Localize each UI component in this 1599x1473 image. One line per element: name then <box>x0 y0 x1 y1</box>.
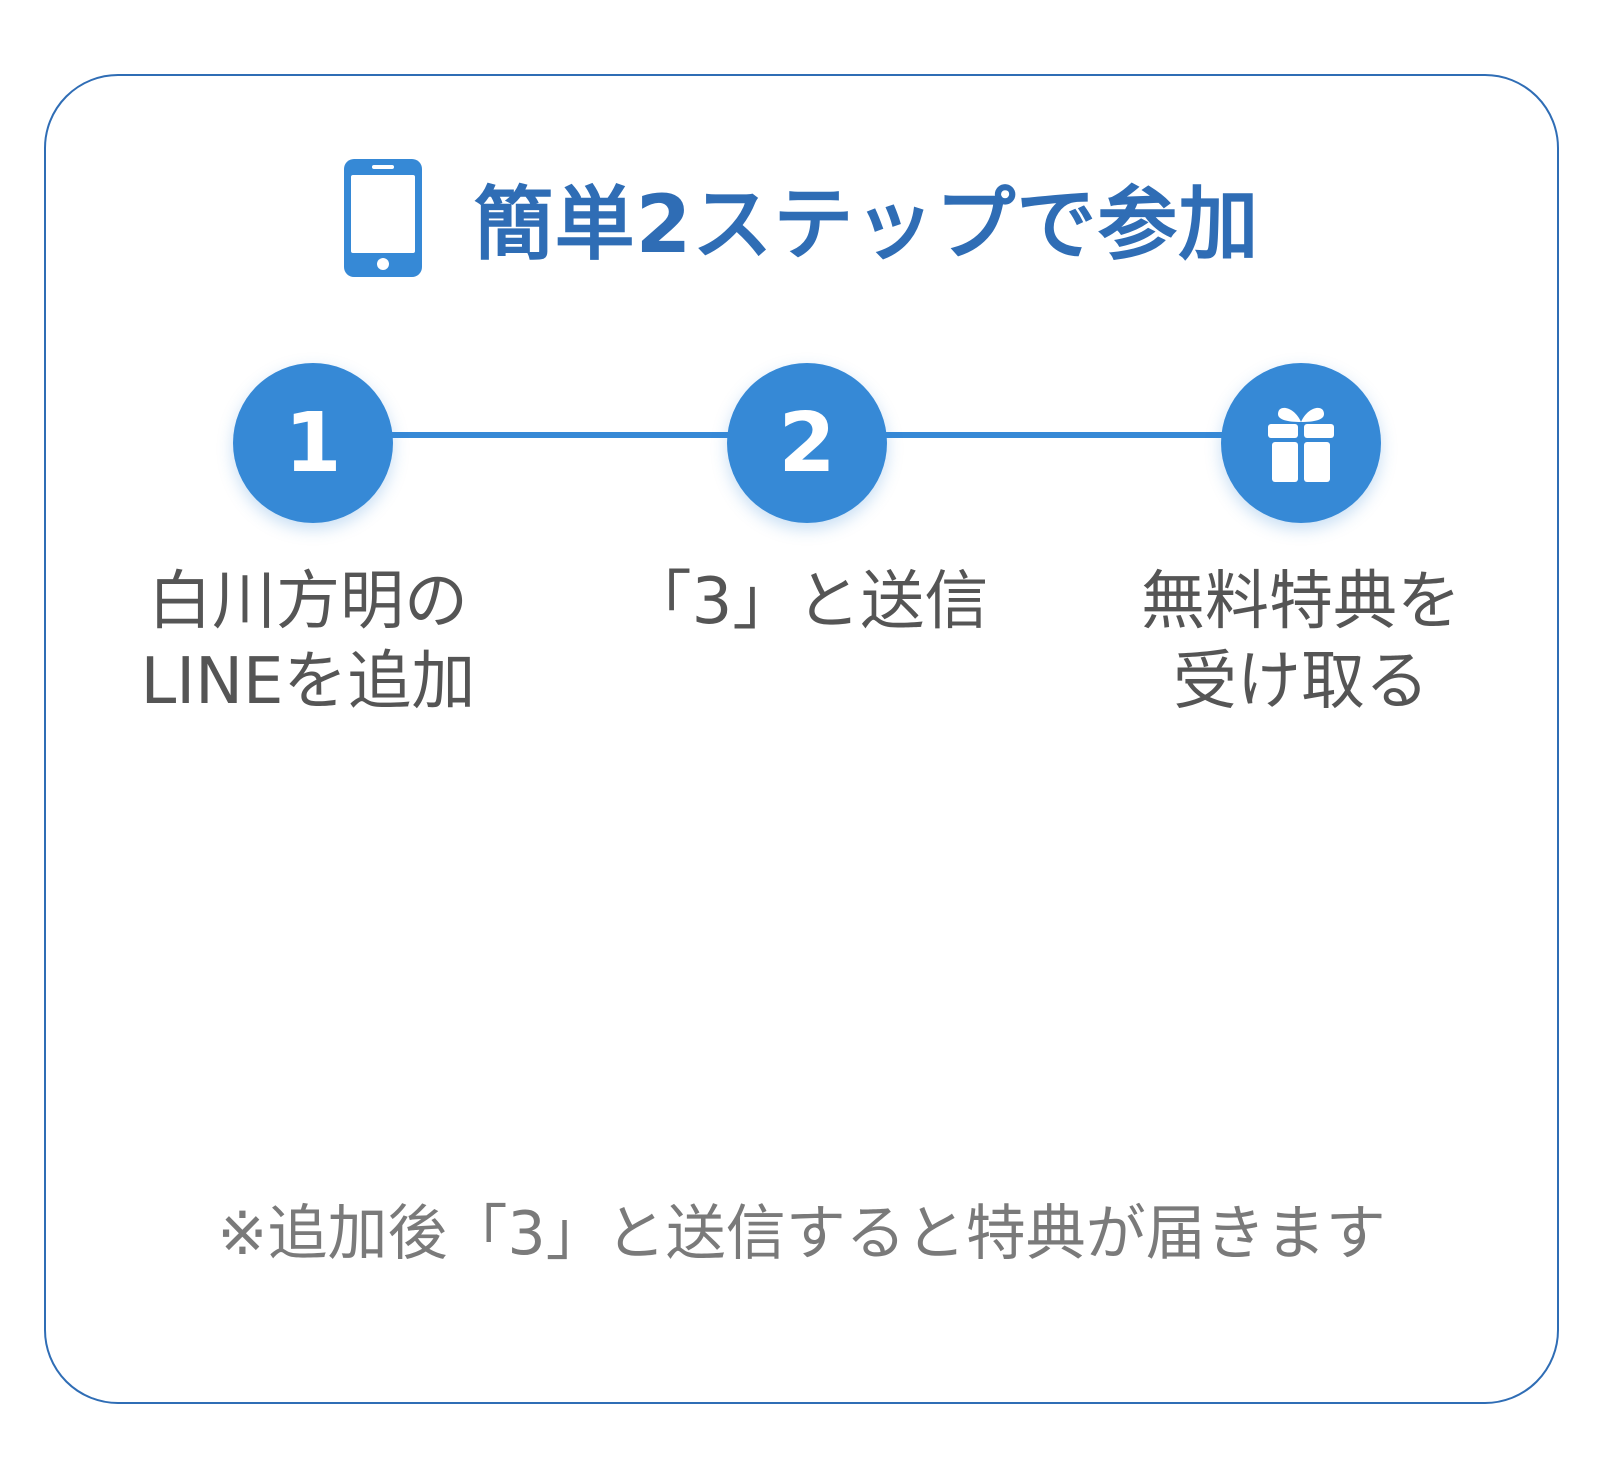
smartphone-icon <box>343 159 422 277</box>
step-1-label: 白川方明の LINEを追加 <box>98 562 518 722</box>
step-2-number: 2 <box>778 395 836 491</box>
gift-icon <box>1268 407 1334 482</box>
step-3-badge <box>1221 363 1381 523</box>
step-2-label: 「3」と送信 <box>598 562 1018 642</box>
step-3-label-line-2: 受け取る <box>1173 645 1429 719</box>
steps-card: 簡単2ステップで参加 1 2 白川方明の LINEを追加 「3」と送信 無料特典… <box>44 74 1559 1404</box>
heading: 簡単2ステップで参加 <box>46 158 1557 278</box>
step-2-label-line-1: 「3」と送信 <box>627 565 989 639</box>
step-3-label: 無料特典を 受け取る <box>1091 562 1511 722</box>
step-1-label-line-2: LINEを追加 <box>140 645 476 719</box>
heading-title: 簡単2ステップで参加 <box>473 178 1260 271</box>
footnote: ※追加後「3」と送信すると特典が届きます <box>217 1199 1386 1269</box>
step-connector-1-2 <box>346 432 841 438</box>
step-connector-2-3 <box>841 432 1338 438</box>
step-1-label-line-1: 白川方明の <box>148 565 468 639</box>
step-3-label-line-1: 無料特典を <box>1141 565 1461 639</box>
step-1-badge: 1 <box>233 363 393 523</box>
step-2-badge: 2 <box>727 363 887 523</box>
step-1-number: 1 <box>284 395 342 491</box>
